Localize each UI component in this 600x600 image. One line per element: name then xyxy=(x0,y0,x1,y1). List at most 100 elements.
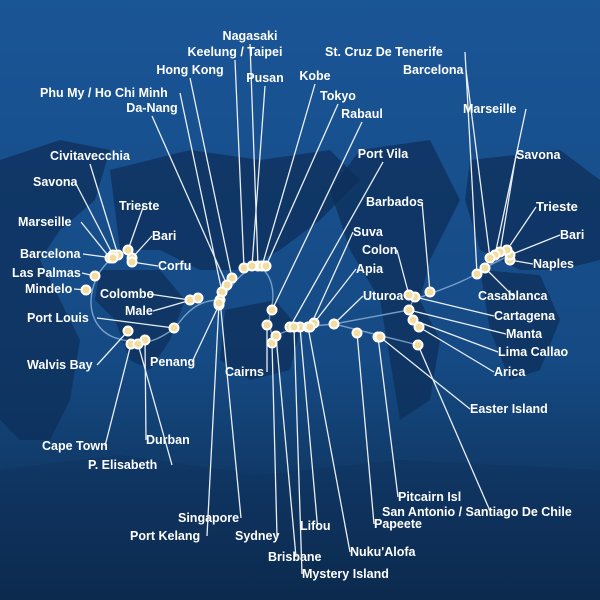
port-label[interactable]: Keelung / Taipei xyxy=(188,45,283,59)
port-label[interactable]: Barcelona xyxy=(20,247,81,261)
port-dot[interactable] xyxy=(424,286,436,298)
port-dot[interactable] xyxy=(403,289,415,301)
port-label[interactable]: Easter Island xyxy=(470,402,548,416)
leader-lines xyxy=(73,43,561,575)
port-dot[interactable] xyxy=(192,292,204,304)
port-label[interactable]: Port Vila xyxy=(358,147,410,161)
port-label[interactable]: Penang xyxy=(150,355,195,369)
port-label[interactable]: Civitavecchia xyxy=(50,149,131,163)
port-dot[interactable] xyxy=(122,325,134,337)
port-dot[interactable] xyxy=(168,322,180,334)
port-label[interactable]: Durban xyxy=(146,433,190,447)
port-label[interactable]: Pusan xyxy=(246,71,284,85)
port-label[interactable]: San Antonio / Santiago De Chile xyxy=(382,505,572,519)
port-label[interactable]: Papeete xyxy=(374,517,422,531)
port-label[interactable]: Naples xyxy=(533,257,574,271)
port-label[interactable]: Cartagena xyxy=(494,309,556,323)
port-label[interactable]: Trieste xyxy=(119,199,159,213)
port-label[interactable]: Arica xyxy=(494,365,526,379)
port-label[interactable]: Nagasaki xyxy=(223,29,278,43)
port-dot[interactable] xyxy=(413,321,425,333)
port-label[interactable]: Sydney xyxy=(235,529,280,543)
port-dot[interactable] xyxy=(374,331,386,343)
port-label[interactable]: Bari xyxy=(560,228,584,242)
port-label[interactable]: Pitcairn Isl xyxy=(398,490,461,504)
port-dot[interactable] xyxy=(270,330,282,342)
port-label[interactable]: Cape Town xyxy=(42,439,108,453)
port-label[interactable]: Singapore xyxy=(178,511,239,525)
port-dot[interactable] xyxy=(213,297,225,309)
leader-line xyxy=(309,231,354,328)
port-label[interactable]: Kobe xyxy=(299,69,330,83)
port-label[interactable]: Apia xyxy=(356,262,384,276)
leader-line xyxy=(271,342,278,537)
port-dot[interactable] xyxy=(221,279,233,291)
port-dot[interactable] xyxy=(479,262,491,274)
port-label[interactable]: Tokyo xyxy=(320,89,356,103)
port-dot[interactable] xyxy=(80,284,92,296)
port-label[interactable]: Da-Nang xyxy=(126,101,177,115)
port-label[interactable]: Marseille xyxy=(463,102,517,116)
port-label[interactable]: Casablanca xyxy=(478,289,549,303)
port-dot[interactable] xyxy=(407,314,419,326)
port-label[interactable]: Manta xyxy=(506,327,543,341)
port-label[interactable]: Colon xyxy=(362,243,397,257)
land-eurasia-east xyxy=(465,150,600,270)
port-label[interactable]: Suva xyxy=(353,225,384,239)
port-dot[interactable] xyxy=(328,318,340,330)
leader-line xyxy=(333,295,364,325)
port-label[interactable]: Phu My / Ho Chi Minh xyxy=(40,86,168,100)
leader-line xyxy=(421,201,431,293)
port-dot[interactable] xyxy=(304,321,316,333)
leader-line xyxy=(249,43,259,267)
port-label[interactable]: Nuku'Alofa xyxy=(350,545,417,559)
leader-line xyxy=(144,339,147,441)
port-dot[interactable] xyxy=(403,304,415,316)
port-label[interactable]: Walvis Bay xyxy=(27,358,93,372)
port-dot[interactable] xyxy=(126,256,138,268)
port-dot[interactable] xyxy=(471,268,483,280)
port-dot[interactable] xyxy=(412,339,424,351)
port-label[interactable]: Rabaul xyxy=(341,107,383,121)
port-label[interactable]: Port Kelang xyxy=(130,529,200,543)
port-dot[interactable] xyxy=(484,252,496,264)
leader-line xyxy=(356,332,375,525)
port-label[interactable]: Marseille xyxy=(18,215,72,229)
port-dot[interactable] xyxy=(351,327,363,339)
leader-line xyxy=(189,77,233,279)
port-label[interactable]: Barbados xyxy=(366,195,424,209)
port-dot[interactable] xyxy=(89,270,101,282)
port-label[interactable]: Male xyxy=(125,304,153,318)
land-africa-east xyxy=(480,270,560,380)
port-dot[interactable] xyxy=(246,260,258,272)
port-label[interactable]: Colombo xyxy=(100,287,155,301)
port-dot[interactable] xyxy=(288,321,300,333)
port-dot[interactable] xyxy=(260,260,272,272)
port-dot[interactable] xyxy=(107,252,119,264)
port-dot[interactable] xyxy=(132,338,144,350)
port-label[interactable]: Trieste xyxy=(536,199,578,214)
port-label[interactable]: Bari xyxy=(152,229,176,243)
land-africa-west xyxy=(95,270,185,370)
port-label[interactable]: Lima Callao xyxy=(498,345,569,359)
leader-line xyxy=(219,299,242,519)
port-label[interactable]: Mindelo xyxy=(25,282,73,296)
port-label[interactable]: P. Elisabeth xyxy=(88,458,157,472)
port-label[interactable]: Mystery Island xyxy=(302,567,389,581)
port-label[interactable]: Las Palmas xyxy=(12,266,81,280)
port-label[interactable]: Corfu xyxy=(158,259,191,273)
port-label[interactable]: Uturoa xyxy=(363,289,404,303)
port-dot[interactable] xyxy=(261,319,273,331)
port-label[interactable]: Lifou xyxy=(300,519,331,533)
port-label[interactable]: St. Cruz De Tenerife xyxy=(325,45,443,59)
port-dot[interactable] xyxy=(266,304,278,316)
port-label[interactable]: Savona xyxy=(516,148,562,162)
leader-line xyxy=(148,293,191,301)
leader-line xyxy=(74,181,114,256)
port-label[interactable]: Brisbane xyxy=(268,550,322,564)
port-label[interactable]: Port Louis xyxy=(27,311,89,325)
port-label[interactable]: Cairns xyxy=(225,365,264,379)
port-label[interactable]: Hong Kong xyxy=(156,63,223,77)
port-label[interactable]: Barcelona xyxy=(403,63,464,77)
port-label[interactable]: Savona xyxy=(33,175,79,189)
